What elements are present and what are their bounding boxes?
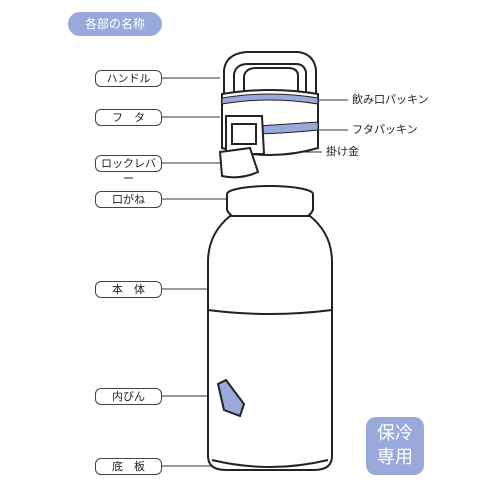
diagram-title: 各部の名称 (68, 12, 162, 36)
label-drink-packing: 飲み口パッキン (352, 93, 429, 106)
lock-lever (218, 146, 260, 179)
label-inner-tab: 内びん (95, 388, 162, 405)
label-hook: 掛け金 (326, 145, 359, 158)
bottom-plate (211, 459, 329, 468)
label-bottom: 底 板 (95, 458, 162, 475)
inner-tab-shape (216, 378, 246, 418)
badge-line-1: 保冷 (377, 423, 413, 444)
mouth-ring (226, 194, 314, 219)
main-body (207, 215, 333, 471)
badge-line-2: 専用 (377, 447, 413, 468)
hook-window (231, 123, 257, 145)
cold-only-badge: 保冷 専用 (366, 417, 424, 475)
lid-packing-band (257, 121, 319, 135)
bottle-body (207, 185, 333, 471)
drink-packing-band (221, 93, 319, 105)
label-lock-lever: ロックレバー (95, 155, 162, 185)
label-body: 本 体 (95, 281, 162, 298)
label-mouth-ring: 口がね (95, 191, 162, 208)
label-lid: フ タ (95, 109, 162, 126)
body-seam (207, 309, 333, 315)
handle-hole (243, 67, 299, 93)
label-lid-packing: フタパッキン (352, 123, 418, 136)
label-handle: ハンドル (95, 70, 162, 87)
lock-lever-group (218, 115, 266, 179)
